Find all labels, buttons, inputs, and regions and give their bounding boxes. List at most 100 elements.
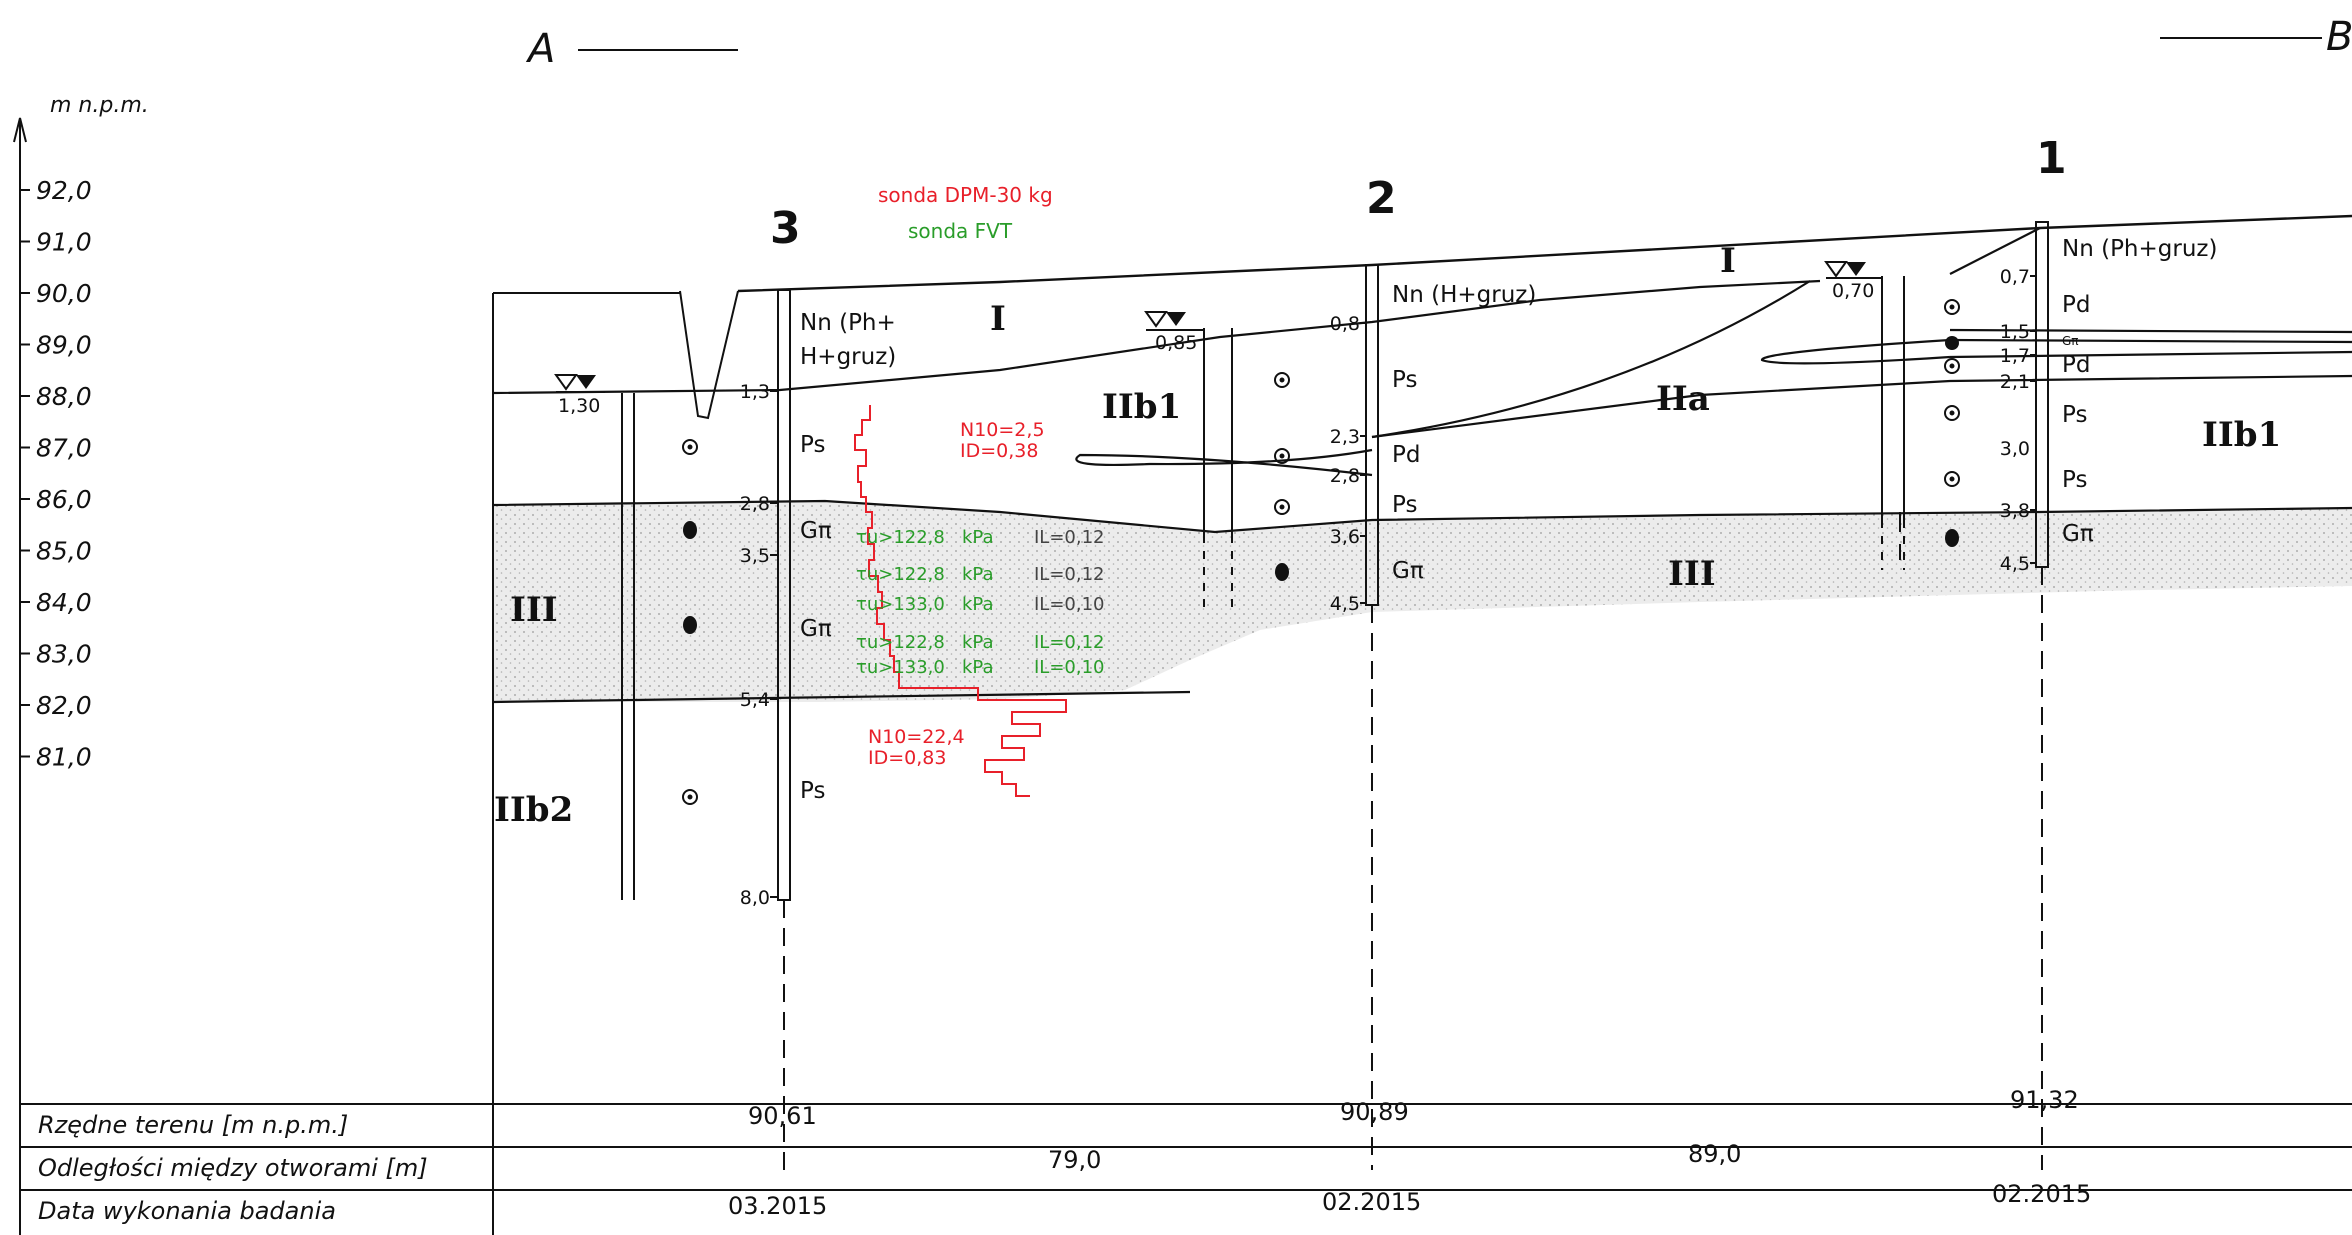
soil-label: Nn (Ph+gruz) xyxy=(2062,236,2217,262)
axis-tick-label: 86,0 xyxy=(36,485,92,514)
elevation-value: 90,89 xyxy=(1340,1098,1409,1126)
fvt-unit: kPa xyxy=(962,594,994,615)
soil-label: Gπ xyxy=(2062,521,2094,547)
depth-label: 1,3 xyxy=(740,381,770,403)
layer-label: III xyxy=(1668,554,1716,594)
borehole-3-water-depth: 0,85 xyxy=(1155,332,1197,354)
date-value: 02.2015 xyxy=(1322,1188,1421,1216)
layer-label: I xyxy=(990,299,1006,339)
borehole-3 xyxy=(777,289,791,1170)
layer-label: I xyxy=(1720,241,1736,281)
depth-label: 2,8 xyxy=(1330,465,1360,487)
depth-label: 0,7 xyxy=(2000,266,2030,288)
depth-label: 4,5 xyxy=(1330,593,1360,615)
depth-label: 1,5 xyxy=(2000,321,2030,343)
distance-value: 79,0 xyxy=(1048,1146,1101,1174)
dpm-id-upper: ID=0,38 xyxy=(960,440,1038,462)
soil-label: Ps xyxy=(1392,492,1417,518)
date-value: 02.2015 xyxy=(1992,1180,2091,1208)
layer-boundaries xyxy=(492,227,2352,704)
table-text: Rzędne terenu [m n.p.m.] Odległości międ… xyxy=(38,1086,2091,1225)
depth-label: 3,6 xyxy=(1330,526,1360,548)
soil-label: Ps xyxy=(1392,367,1417,393)
section-start-label: A xyxy=(525,26,555,72)
axis-tick-label: 81,0 xyxy=(36,743,92,772)
soil-label: Gπ xyxy=(800,616,832,642)
soil-label: Ps xyxy=(2062,467,2087,493)
elevation-axis: m n.p.m. 92,091,090,089,088,087,086,085,… xyxy=(13,93,149,1235)
dpm-values: N10=2,5 ID=0,38 N10=22,4 ID=0,83 xyxy=(868,419,1045,769)
borehole-1 xyxy=(2035,221,2049,1170)
dpm-id-lower: ID=0,83 xyxy=(868,747,946,769)
fvt-unit: kPa xyxy=(962,564,994,585)
date-value: 03.2015 xyxy=(728,1192,827,1220)
elevation-value: 90,61 xyxy=(748,1102,817,1130)
soil-label: Gπ xyxy=(2062,334,2079,348)
axis-unit-label: m n.p.m. xyxy=(50,93,149,118)
depth-label: 0,8 xyxy=(1330,313,1360,335)
axis-tick-label: 83,0 xyxy=(36,640,92,669)
table-row-label-distance: Odległości między otworami [m] xyxy=(38,1154,428,1182)
fvt-il: IL=0,12 xyxy=(1034,527,1105,548)
layer-label: IIb2 xyxy=(494,790,573,830)
section-end-label: B xyxy=(2326,14,2352,60)
borehole-2 xyxy=(1365,264,1379,1170)
layer-label: III xyxy=(510,590,558,630)
fvt-unit: kPa xyxy=(962,657,994,678)
soil-label: Ps xyxy=(800,778,825,804)
soil-label: Ps xyxy=(2062,402,2087,428)
layer-label: IIb1 xyxy=(1102,387,1181,427)
depth-ticks xyxy=(770,275,2036,898)
depth-label: 2,1 xyxy=(2000,371,2030,393)
axis-tick-label: 84,0 xyxy=(36,588,92,617)
soil-label: Gπ xyxy=(800,518,832,544)
wet-soil-symbols xyxy=(683,336,1959,634)
depth-label: 2,3 xyxy=(1330,426,1360,448)
dpm-n10-upper: N10=2,5 xyxy=(960,419,1045,441)
depth-label: 5,4 xyxy=(740,689,770,711)
axis-tick-label: 88,0 xyxy=(36,382,92,411)
depth-label: 3,0 xyxy=(2000,438,2030,460)
soil-label: Nn (Ph+ xyxy=(800,310,896,336)
soil-label: Pd xyxy=(2062,292,2090,318)
axis-tick-label: 85,0 xyxy=(36,537,92,566)
axis-tick-label: 89,0 xyxy=(36,331,92,360)
depth-label: 3,8 xyxy=(2000,500,2030,522)
fvt-values: τu>122,8 kPa IL=0,12 τu>122,8 kPa IL=0,1… xyxy=(856,527,1105,678)
facies-dashes xyxy=(621,505,1901,702)
dpm-n10-lower: N10=22,4 xyxy=(868,726,965,748)
fvt-legend: sonda FVT xyxy=(908,219,1013,243)
depth-label: 2,8 xyxy=(740,493,770,515)
moisture-symbols xyxy=(682,299,1960,805)
dpm-legend: sonda DPM-30 kg xyxy=(878,183,1053,207)
soil-label: Pd xyxy=(2062,352,2090,378)
water-table-icon: 0,70 xyxy=(1824,261,1882,302)
fvt-il: IL=0,12 xyxy=(1034,632,1105,653)
depth-labels: 1,3 2,8 3,5 5,4 8,0 0,8 2,3 2,8 3,6 4,5 … xyxy=(740,266,2030,909)
dpm-probe-curve xyxy=(854,405,1067,797)
axis-tick-label: 91,0 xyxy=(36,228,92,257)
data-table xyxy=(20,1103,2352,1235)
fvt-tau: τu>122,8 xyxy=(856,527,945,548)
elevation-value: 91,32 xyxy=(2010,1086,2079,1114)
excavation-pit xyxy=(492,290,739,1235)
fvt-il: IL=0,10 xyxy=(1034,594,1105,615)
layer-III-fill xyxy=(493,501,2352,702)
axis-tick-label: 82,0 xyxy=(36,691,92,720)
fvt-il: IL=0,10 xyxy=(1034,657,1105,678)
axis-tick-label: 90,0 xyxy=(36,279,92,308)
layer-labels: I I IIb1 IIa III III IIb1 IIb2 xyxy=(494,241,2281,830)
fvt-unit: kPa xyxy=(962,632,994,653)
axis-tick-label: 87,0 xyxy=(36,434,92,463)
depth-label: 1,7 xyxy=(2000,345,2030,367)
depth-label: 8,0 xyxy=(740,887,770,909)
pit-water-depth: 1,30 xyxy=(558,395,600,417)
distance-value: 89,0 xyxy=(1688,1140,1741,1168)
fvt-il: IL=0,12 xyxy=(1034,564,1105,585)
borehole-2-number: 2 xyxy=(1366,173,1397,224)
water-table-icon: 0,85 xyxy=(1144,311,1205,354)
water-table-icon: 1,30 xyxy=(554,374,605,417)
layer-label: IIb1 xyxy=(2202,415,2281,455)
fvt-unit: kPa xyxy=(962,527,994,548)
